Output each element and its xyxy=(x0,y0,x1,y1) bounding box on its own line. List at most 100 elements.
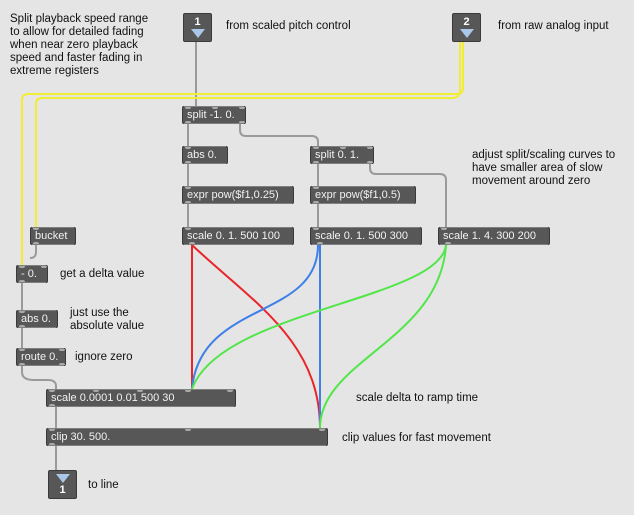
object-abs-delta[interactable]: abs 0. xyxy=(16,310,58,328)
outlet-port xyxy=(445,242,451,244)
inlet-port xyxy=(340,147,346,149)
outlet-port xyxy=(49,404,55,406)
comment-header: Split playback speed range to allow for … xyxy=(10,13,149,77)
inlet-2[interactable]: 2 xyxy=(452,13,481,42)
object-scale-b[interactable]: scale 0. 1. 500 300 xyxy=(310,227,422,245)
inlet-port xyxy=(227,390,233,392)
inlet-port xyxy=(185,390,191,392)
object-scale-a[interactable]: scale 0. 1. 500 100 xyxy=(182,227,294,245)
object-label: scale 0. 1. 500 100 xyxy=(187,230,280,242)
object-label: clip 30. 500. xyxy=(51,431,111,443)
comment-absolute: just use the absolute value xyxy=(70,307,145,332)
object-label: split -1. 0. xyxy=(187,109,235,121)
comment-outlet-1: to line xyxy=(88,479,119,491)
inlet-1-number: 1 xyxy=(194,16,201,28)
outlet-port xyxy=(49,443,55,445)
outlet-port xyxy=(189,242,195,244)
inlet-port xyxy=(185,228,191,230)
cord-inlet2-to-minus xyxy=(21,42,464,265)
inlet-port xyxy=(185,187,191,189)
inlet-port xyxy=(313,147,319,149)
object-expr-pow-05[interactable]: expr pow($f1,0.5) xyxy=(310,186,416,204)
inlet-port xyxy=(367,147,373,149)
object-route[interactable]: route 0. xyxy=(16,348,66,366)
inlet-port xyxy=(185,429,191,431)
comment-inlet-1: from scaled pitch control xyxy=(226,20,351,32)
comment-inlet-2: from raw analog input xyxy=(498,20,609,32)
inlet-port xyxy=(313,228,319,230)
outlet-port xyxy=(367,161,373,163)
object-label: abs 0. xyxy=(21,313,51,325)
inlet-port xyxy=(33,228,39,230)
inlet-port xyxy=(313,187,319,189)
object-label: expr pow($f1,0.25) xyxy=(187,189,279,201)
cord-scaleB-to-scaleDelta xyxy=(191,244,319,390)
inlet-port xyxy=(93,390,99,392)
inlet-port xyxy=(185,147,191,149)
object-scale-delta[interactable]: scale 0.0001 0.01 500 30 xyxy=(46,389,236,407)
cord-split-to-splitpos xyxy=(239,124,319,146)
comment-ignore-zero: ignore zero xyxy=(75,351,133,363)
object-split-positive[interactable]: split 0. 1. xyxy=(310,146,374,164)
object-label: scale 1. 4. 300 200 xyxy=(443,230,536,242)
outlet-port xyxy=(33,242,39,244)
outlet-port xyxy=(19,325,25,327)
inlet-1[interactable]: 1 xyxy=(183,13,212,42)
outlet-port xyxy=(313,201,319,203)
outlet-port xyxy=(185,161,191,163)
object-label: expr pow($f1,0.5) xyxy=(315,189,401,201)
inlet-port xyxy=(239,107,245,109)
outlet-port xyxy=(185,121,191,123)
object-label: - 0. xyxy=(21,268,37,280)
object-abs-top[interactable]: abs 0. xyxy=(182,146,228,164)
outlet-port xyxy=(19,363,25,365)
inlet-2-number: 2 xyxy=(463,16,470,28)
cord-inlet2-to-bucket xyxy=(35,42,461,227)
cord-scaleC-to-scaleDelta xyxy=(191,244,447,390)
cord-bucket-to-minus xyxy=(29,245,37,259)
cord-scaleC-to-clip xyxy=(319,244,447,429)
object-expr-pow-025[interactable]: expr pow($f1,0.25) xyxy=(182,186,294,204)
inlet-port xyxy=(319,429,325,431)
object-minus[interactable]: - 0. xyxy=(16,265,48,283)
object-bucket[interactable]: bucket xyxy=(30,227,76,245)
comment-adjust: adjust split/scaling curves to have smal… xyxy=(472,149,616,187)
inlet-port xyxy=(19,266,25,268)
inlet-port xyxy=(137,390,143,392)
object-split-main[interactable]: split -1. 0. xyxy=(182,106,246,124)
inlet-port xyxy=(19,311,25,313)
object-label: scale 0. 1. 500 300 xyxy=(315,230,408,242)
outlet-1[interactable]: 1 xyxy=(48,470,77,499)
object-label: abs 0. xyxy=(187,149,217,161)
down-arrow-icon xyxy=(460,29,474,38)
inlet-port xyxy=(185,107,191,109)
inlet-port xyxy=(59,349,65,351)
inlet-port xyxy=(19,349,25,351)
inlet-port xyxy=(441,228,447,230)
inlet-port xyxy=(212,107,218,109)
down-arrow-icon xyxy=(191,29,205,38)
object-clip[interactable]: clip 30. 500. xyxy=(46,428,328,446)
outlet-port xyxy=(239,121,245,123)
object-scale-c[interactable]: scale 1. 4. 300 200 xyxy=(438,227,550,245)
comment-clip: clip values for fast movement xyxy=(342,432,491,444)
outlet-port xyxy=(19,280,25,282)
outlet-port xyxy=(317,242,323,244)
outlet-1-number: 1 xyxy=(59,484,66,496)
outlet-port xyxy=(59,363,65,365)
object-label: route 0. xyxy=(21,351,59,363)
inlet-port xyxy=(41,266,47,268)
inlet-port xyxy=(49,390,55,392)
outlet-port xyxy=(185,201,191,203)
cord-splitpos-to-scaleC xyxy=(369,164,447,227)
cord-scaleA-to-clip xyxy=(191,244,321,429)
object-label: split 0. 1. xyxy=(315,149,360,161)
comment-scale-delta: scale delta to ramp time xyxy=(356,392,479,404)
cord-route-to-scale xyxy=(21,366,57,389)
object-label: bucket xyxy=(35,230,68,242)
down-arrow-icon xyxy=(56,474,70,483)
object-label: scale 0.0001 0.01 500 30 xyxy=(51,392,175,404)
inlet-port xyxy=(49,429,55,431)
comment-delta: get a delta value xyxy=(60,268,145,280)
